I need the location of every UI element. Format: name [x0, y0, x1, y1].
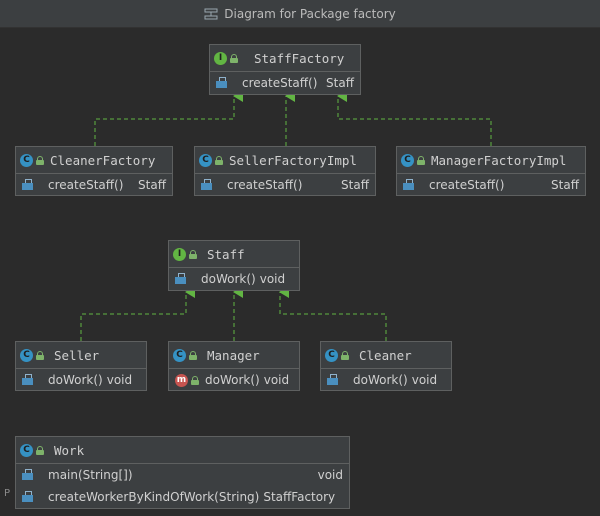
method-row[interactable]: main(String[]) void [16, 464, 349, 486]
method-row[interactable]: m doWork() void [169, 369, 299, 391]
method-visibility-icon [403, 179, 417, 191]
method-return-type: Staff [341, 178, 369, 192]
node-sellerfactoryimpl[interactable]: C SellerFactoryImpl createStaff() Staff [194, 146, 376, 196]
method-visibility-icon [22, 491, 36, 503]
footer-fragment: P [4, 488, 11, 499]
method-row[interactable]: doWork() void [321, 369, 451, 391]
node-name: Work [54, 442, 85, 458]
method-return-type: Staff [551, 178, 579, 192]
method-return-type: Staff [138, 178, 166, 192]
link-cleanerfactory-stafffactory [94, 90, 243, 146]
link-seller-staff [80, 286, 195, 341]
node-name: ManagerFactoryImpl [431, 152, 567, 168]
method-row[interactable]: createStaff() Staff [195, 174, 375, 196]
method-return-type: void [411, 373, 438, 387]
lock-icon [215, 155, 223, 165]
method-name: doWork() [205, 373, 260, 387]
node-name: SellerFactoryImpl [229, 152, 357, 168]
method-row[interactable]: createWorkerByKindOfWork(String) StaffFa… [16, 486, 349, 508]
class-icon: C [20, 443, 33, 457]
node-work[interactable]: C Work main(String[]) void createWorkerB… [15, 436, 350, 509]
method-visibility-icon [22, 374, 36, 386]
method-name: createWorkerByKindOfWork(String) [48, 490, 260, 504]
node-cleanerfactory[interactable]: C CleanerFactory createStaff() Staff [15, 146, 173, 196]
lock-icon [36, 350, 44, 360]
link-managerfactoryimpl-stafffactory [337, 90, 492, 146]
node-staff[interactable]: I Staff doWork() void [168, 240, 300, 291]
node-stafffactory[interactable]: I StaffFactory createStaff() Staff [209, 44, 361, 95]
window-title: Diagram for Package factory [224, 6, 396, 21]
diagram-icon [204, 8, 218, 20]
node-name: Seller [54, 347, 100, 363]
method-row[interactable]: createStaff() Staff [210, 72, 360, 94]
node-cleaner[interactable]: C Cleaner doWork() void [320, 341, 452, 391]
method-row[interactable]: doWork() void [16, 369, 146, 391]
method-name: createStaff() [429, 178, 505, 192]
lock-icon [36, 445, 44, 455]
method-visibility-icon [201, 179, 215, 191]
method-name: createStaff() [48, 178, 124, 192]
class-icon: C [325, 348, 338, 362]
lock-icon [189, 350, 197, 360]
method-visibility-icon [22, 469, 36, 481]
link-cleaner-staff [279, 286, 387, 341]
node-name: CleanerFactory [50, 152, 156, 168]
method-name: main(String[]) [48, 468, 133, 482]
method-return-type: void [317, 468, 343, 482]
node-name: Manager [207, 347, 260, 363]
method-row[interactable]: doWork() void [169, 268, 299, 290]
class-icon: C [173, 348, 186, 362]
method-row[interactable]: createStaff() Staff [16, 174, 172, 196]
method-visibility-icon [22, 179, 36, 191]
class-icon: C [199, 153, 212, 167]
lock-icon [341, 350, 349, 360]
method-return-type: void [106, 373, 133, 387]
interface-icon: I [214, 51, 227, 65]
lock-icon [36, 155, 44, 165]
window-title-bar: Diagram for Package factory [0, 0, 600, 28]
class-icon: C [20, 153, 33, 167]
method-name: doWork() [353, 373, 408, 387]
lock-icon [189, 249, 197, 259]
method-name: doWork() [201, 272, 256, 286]
interface-icon: I [173, 247, 186, 261]
method-row[interactable]: createStaff() Staff [397, 174, 585, 196]
method-name: doWork() [48, 373, 103, 387]
method-name: createStaff() [227, 178, 303, 192]
method-name: createStaff() [242, 76, 318, 90]
class-icon: C [20, 348, 33, 362]
method-return-type: void [263, 373, 290, 387]
lock-icon [417, 155, 425, 165]
node-name: Cleaner [359, 347, 412, 363]
method-return-type: void [259, 272, 286, 286]
method-return-type: StaffFactory [263, 490, 336, 504]
node-manager[interactable]: C Manager m doWork() void [168, 341, 300, 391]
node-name: Staff [207, 246, 245, 262]
node-name: StaffFactory [254, 50, 345, 66]
method-visibility-icon [175, 273, 189, 285]
node-managerfactoryimpl[interactable]: C ManagerFactoryImpl createStaff() Staff [396, 146, 586, 196]
class-icon: C [401, 153, 414, 167]
method-return-type: Staff [326, 76, 354, 90]
node-seller[interactable]: C Seller doWork() void [15, 341, 147, 391]
lock-icon [191, 375, 199, 385]
method-icon: m [175, 373, 188, 387]
lock-icon [230, 53, 238, 63]
method-visibility-icon [216, 77, 230, 89]
method-visibility-icon [327, 374, 341, 386]
